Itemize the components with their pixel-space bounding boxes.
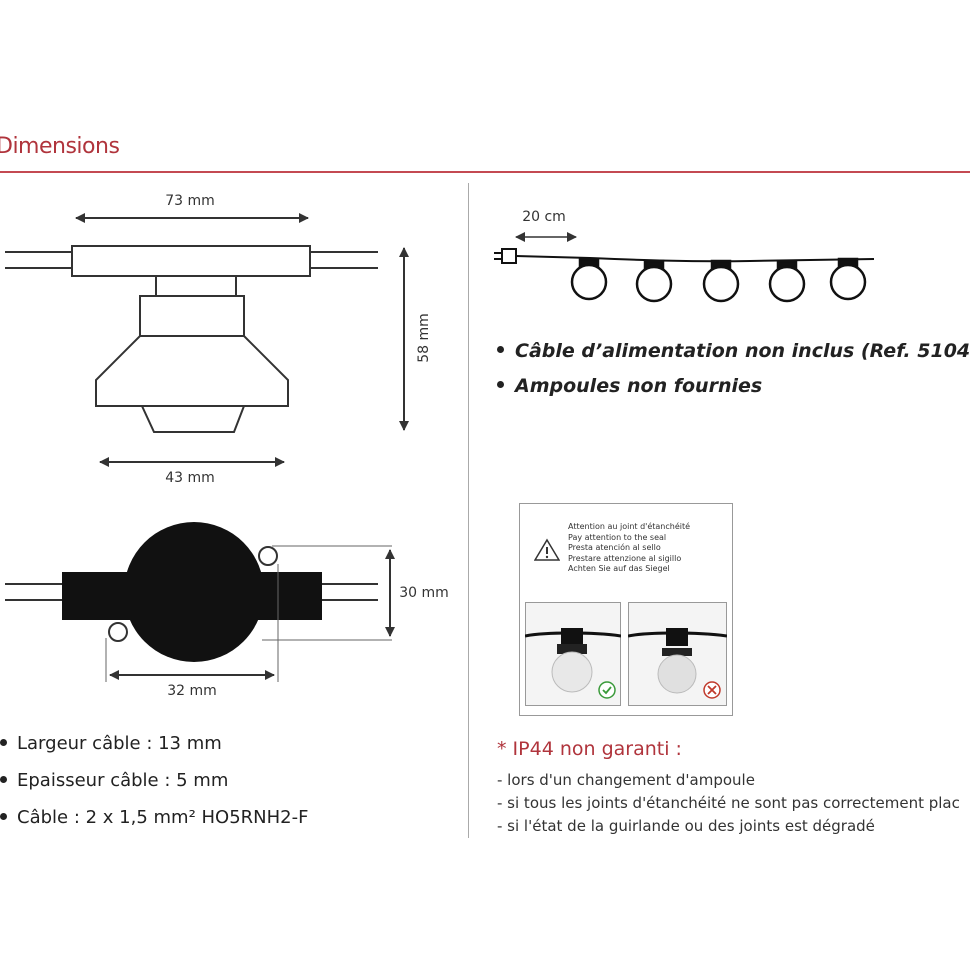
- bullet-icon: [0, 738, 7, 746]
- bullet-icon: [0, 775, 7, 783]
- bulbs: [570, 257, 867, 303]
- ip44-title: * IP44 non garanti :: [497, 738, 682, 760]
- title-rule: [0, 171, 970, 173]
- spacing-label: 20 cm: [522, 209, 566, 225]
- spec-cable-width: Largeur câble : 13 mm: [0, 733, 222, 754]
- warning-triangle-icon: [534, 538, 560, 561]
- note-bulbs: Ampoules non fournies: [497, 375, 762, 397]
- bullet-icon: [497, 381, 504, 388]
- cable-lines: [5, 251, 378, 269]
- incorrect-seal-image: [628, 602, 727, 706]
- warning-text: Attention au joint d'étanchéité Pay atte…: [568, 522, 691, 573]
- height-label: 58 mm: [416, 313, 432, 363]
- spec-cable-thickness: Epaisseur câble : 5 mm: [0, 770, 228, 791]
- side-width-label: 32 mm: [167, 683, 217, 699]
- socket-side-view: [5, 522, 395, 682]
- base-width-label: 43 mm: [165, 470, 215, 486]
- bullet-icon: [497, 346, 504, 353]
- note-power-cable: Câble d’alimentation non inclus (Ref. 51…: [497, 340, 970, 362]
- bullet-icon: [0, 812, 7, 820]
- seal-warning-label: Attention au joint d'étanchéité Pay atte…: [519, 503, 733, 716]
- ip44-line: - si l'état de la guirlande ou des joint…: [497, 817, 875, 835]
- ip44-line: - lors d'un changement d'ampoule: [497, 771, 755, 789]
- cross-icon: [707, 685, 717, 695]
- correct-seal-image: [525, 602, 621, 706]
- section-title: Dimensions: [0, 134, 120, 159]
- vertical-divider: [468, 183, 469, 838]
- ip44-line: - si tous les joints d'étanchéité ne son…: [497, 794, 960, 812]
- check-icon: [602, 686, 612, 695]
- socket-front-view: [5, 213, 409, 467]
- spec-cable-type: Câble : 2 x 1,5 mm² HO5RNH2-F: [0, 807, 308, 828]
- garland-diagram: [494, 232, 875, 303]
- top-width-label: 73 mm: [165, 193, 215, 209]
- side-height-label: 30 mm: [399, 585, 449, 601]
